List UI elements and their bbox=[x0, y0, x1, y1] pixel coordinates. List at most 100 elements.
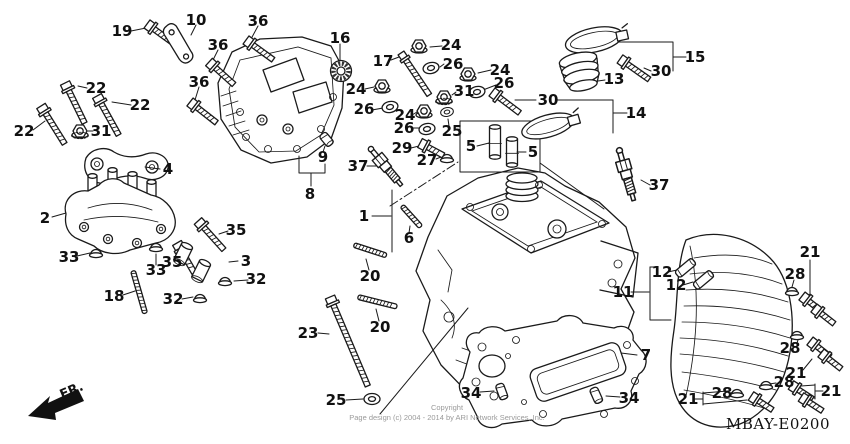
part-callout-36[interactable]: 36 bbox=[208, 36, 229, 54]
part-bolt bbox=[797, 392, 825, 414]
part-callout-22[interactable]: 22 bbox=[86, 79, 107, 97]
part-nut31 bbox=[71, 124, 89, 140]
part-callout-21[interactable]: 21 bbox=[786, 364, 807, 382]
part-bolt bbox=[817, 348, 844, 372]
head-gasket bbox=[458, 314, 647, 429]
part-washer bbox=[381, 100, 399, 114]
part-callout-36[interactable]: 36 bbox=[189, 73, 210, 91]
leader-line bbox=[181, 296, 194, 300]
part-nut bbox=[410, 39, 428, 54]
part-nut31 bbox=[435, 90, 453, 106]
part-callout-21[interactable]: 21 bbox=[821, 382, 842, 400]
part-callout-24[interactable]: 24 bbox=[395, 106, 416, 124]
part-callout-24[interactable]: 24 bbox=[441, 36, 462, 54]
part-callout-30[interactable]: 30 bbox=[538, 91, 559, 109]
part-callout-16[interactable]: 16 bbox=[330, 29, 351, 47]
part-callout-28[interactable]: 28 bbox=[780, 339, 801, 357]
leader-line bbox=[51, 212, 67, 218]
part-callout-35[interactable]: 35 bbox=[226, 221, 247, 239]
part-callout-22[interactable]: 22 bbox=[130, 96, 151, 114]
part-tappet bbox=[191, 258, 212, 284]
bracket-line bbox=[649, 266, 672, 321]
part-plug bbox=[367, 145, 404, 188]
part-bolt bbox=[397, 50, 433, 98]
part-callout-5[interactable]: 5 bbox=[528, 143, 538, 161]
part-bolt bbox=[616, 54, 652, 83]
part-callout-11[interactable]: 11 bbox=[613, 283, 634, 301]
part-callout-34[interactable]: 34 bbox=[461, 384, 482, 402]
part-callout-21[interactable]: 21 bbox=[678, 390, 699, 408]
part-callout-7[interactable]: 7 bbox=[641, 346, 651, 364]
part-callout-25[interactable]: 25 bbox=[442, 122, 463, 140]
part-callout-35[interactable]: 35 bbox=[162, 253, 183, 271]
part-cap bbox=[192, 293, 208, 304]
part-callout-28[interactable]: 28 bbox=[712, 384, 733, 402]
part-callout-13[interactable]: 13 bbox=[604, 70, 625, 88]
part-callout-26[interactable]: 26 bbox=[494, 74, 515, 92]
part-callout-27[interactable]: 27 bbox=[417, 151, 438, 169]
part-guide bbox=[505, 136, 519, 168]
part-callout-23[interactable]: 23 bbox=[298, 324, 319, 342]
part-callout-34[interactable]: 34 bbox=[619, 389, 640, 407]
part-callout-26[interactable]: 26 bbox=[354, 100, 375, 118]
part-callout-2[interactable]: 2 bbox=[40, 209, 50, 227]
part-callout-32[interactable]: 32 bbox=[246, 270, 267, 288]
leader-line bbox=[408, 225, 411, 234]
part-callout-6[interactable]: 6 bbox=[404, 229, 414, 247]
part-callout-20[interactable]: 20 bbox=[370, 318, 391, 336]
part-callout-17[interactable]: 17 bbox=[373, 52, 394, 70]
part-callout-4[interactable]: 4 bbox=[163, 160, 173, 178]
leader-line bbox=[477, 69, 492, 74]
part-callout-28[interactable]: 28 bbox=[774, 373, 795, 391]
part-callout-14[interactable]: 14 bbox=[626, 104, 647, 122]
small-parts-layer bbox=[36, 19, 844, 414]
leader-line bbox=[364, 86, 375, 90]
part-callout-25[interactable]: 25 bbox=[326, 391, 347, 409]
part-callout-21[interactable]: 21 bbox=[800, 243, 821, 261]
part-callout-28[interactable]: 28 bbox=[785, 265, 806, 283]
part-bolt bbox=[59, 80, 88, 125]
part-callout-31[interactable]: 31 bbox=[454, 82, 475, 100]
part-pin bbox=[589, 386, 604, 405]
rocker-posts bbox=[87, 167, 157, 199]
part-callout-15[interactable]: 15 bbox=[685, 48, 706, 66]
part-callout-8[interactable]: 8 bbox=[305, 185, 315, 203]
part-callout-1[interactable]: 1 bbox=[359, 207, 369, 225]
leader-line bbox=[476, 142, 490, 147]
part-callout-3[interactable]: 3 bbox=[241, 252, 251, 270]
part-bolt bbox=[747, 391, 775, 413]
part-callout-26[interactable]: 26 bbox=[443, 55, 464, 73]
part-callout-37[interactable]: 37 bbox=[649, 176, 670, 194]
part-callout-18[interactable]: 18 bbox=[104, 287, 125, 305]
part-pin bbox=[319, 131, 334, 148]
part-callout-33[interactable]: 33 bbox=[59, 248, 80, 266]
leader-line bbox=[439, 63, 445, 68]
part-callout-12[interactable]: 12 bbox=[652, 263, 673, 281]
part-callout-9[interactable]: 9 bbox=[318, 148, 328, 166]
part-callout-26[interactable]: 26 bbox=[394, 119, 415, 137]
part-washer bbox=[422, 61, 440, 75]
part-callout-24[interactable]: 24 bbox=[490, 61, 511, 79]
part-callout-5[interactable]: 5 bbox=[466, 137, 476, 155]
part-callout-29[interactable]: 29 bbox=[392, 139, 413, 157]
part-callout-37[interactable]: 37 bbox=[348, 157, 369, 175]
cylinder-head-cover bbox=[217, 36, 345, 164]
part-callout-12[interactable]: 12 bbox=[666, 276, 687, 294]
part-callout-32[interactable]: 32 bbox=[163, 290, 184, 308]
centerline bbox=[389, 161, 459, 207]
part-callout-24[interactable]: 24 bbox=[346, 80, 367, 98]
part-callout-20[interactable]: 20 bbox=[360, 267, 381, 285]
part-callout-10[interactable]: 10 bbox=[186, 11, 207, 29]
part-callout-31[interactable]: 31 bbox=[91, 122, 112, 140]
part-callout-33[interactable]: 33 bbox=[146, 261, 167, 279]
part-callout-22[interactable]: 22 bbox=[14, 122, 35, 140]
copyright-line1: Copyright bbox=[431, 403, 464, 412]
part-callout-30[interactable]: 30 bbox=[651, 62, 672, 80]
fr-arrow: FR. bbox=[28, 379, 86, 420]
part-callout-36[interactable]: 36 bbox=[248, 12, 269, 30]
leader-line bbox=[640, 179, 651, 186]
part-callout-19[interactable]: 19 bbox=[112, 22, 133, 40]
leader-line bbox=[482, 84, 497, 91]
rocker-arm-assembly bbox=[64, 167, 176, 255]
